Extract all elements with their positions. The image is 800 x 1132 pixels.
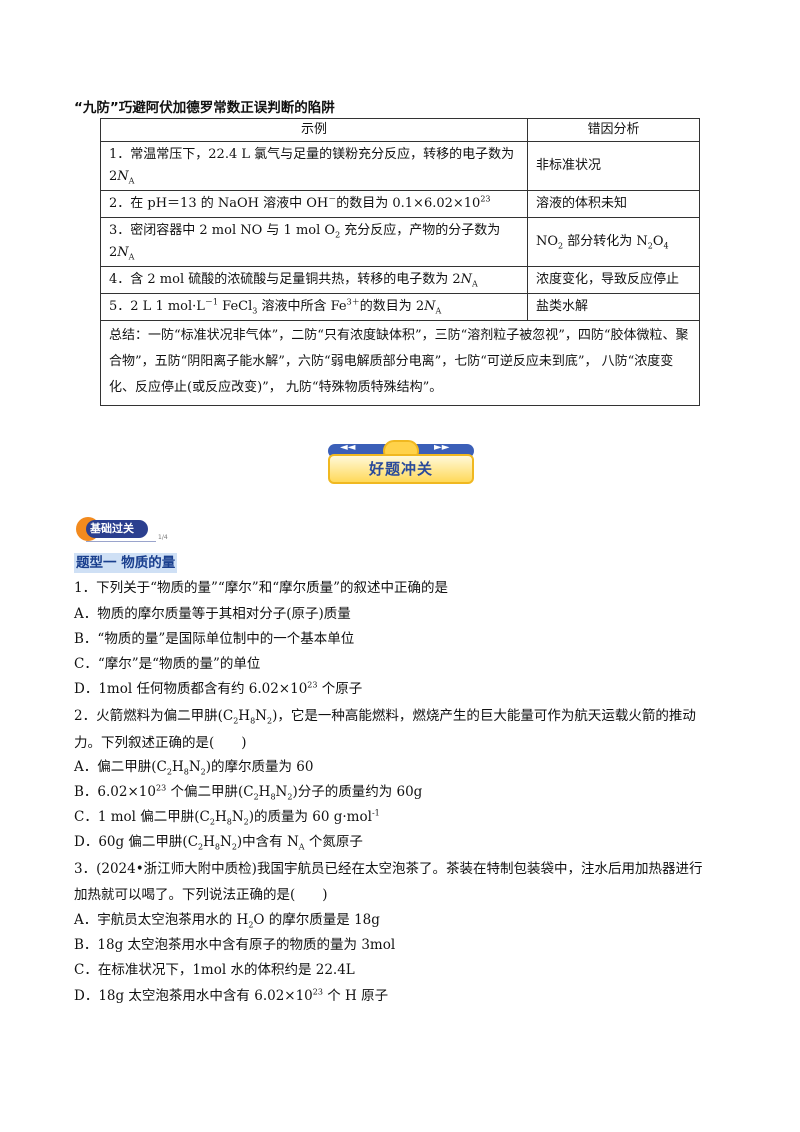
table-row: 3．密闭容器中 2 mol NO 与 1 mol O2 充分反应，产物的分子数为…	[100, 217, 700, 267]
question-line: D．60g 偏二甲肼(C2H8N2)中含有 NA 个氮原子	[74, 834, 363, 852]
trap-table-title: “九防”巧避阿伏加德罗常数正误判断的陷阱	[74, 100, 335, 116]
question-line: B．18g 太空泡茶用水中含有原子的物质的量为 3mol	[74, 937, 396, 953]
reason-cell: 溶液的体积未知	[527, 190, 700, 218]
question-line: A．宇航员太空泡茶用水的 H2O 的摩尔质量是 18g	[74, 912, 380, 930]
reason-cell: NO2 部分转化为 N2O4	[527, 217, 700, 267]
question-line: B．“物质的量”是国际单位制中的一个基本单位	[74, 631, 355, 647]
header-example: 示例	[100, 118, 528, 142]
good-questions-banner: ◄◄ ►► 好题冲关	[328, 440, 474, 484]
banner-left-arrows: ◄◄	[340, 442, 356, 453]
example-cell: 1．常温常压下，22.4 L 氯气与足量的镁粉充分反应，转移的电子数为 2NA	[100, 141, 528, 191]
reason-cell: 盐类水解	[527, 293, 700, 321]
header-reason: 错因分析	[527, 118, 700, 142]
question-line: C．“摩尔”是“物质的量”的单位	[74, 656, 261, 672]
summary-cell: 总结：一防“标准状况非气体”，二防“只有浓度缺体积”，三防“溶剂粒子被忽视”，四…	[100, 320, 700, 406]
table-row: 5．2 L 1 mol·L－1 FeCl3 溶液中所含 Fe3＋的数目为 2NA…	[100, 293, 700, 321]
question-line: D．18g 太空泡茶用水中含有 6.02×1023 个 H 原子	[74, 987, 389, 1004]
question-line: A．物质的摩尔质量等于其相对分子(原子)质量	[74, 606, 351, 622]
reason-cell: 浓度变化，导致反应停止	[527, 266, 700, 294]
table-row: 2．在 pH＝13 的 NaOH 溶液中 OH－的数目为 0.1×6.02×10…	[100, 190, 700, 218]
question-line: 3．(2024•浙江师大附中质检)我国宇航员已经在太空泡茶了。茶装在特制包装袋中…	[74, 861, 703, 877]
banner-label: 好题冲关	[368, 460, 433, 478]
question-line: 2．火箭燃料为偏二甲肼(C2H8N2)，它是一种高能燃料，燃烧产生的巨大能量可作…	[74, 708, 696, 726]
question-line: 加热就可以喝了。下列说法正确的是( )	[74, 887, 328, 903]
section-title: 题型一 物质的量	[74, 553, 178, 573]
badge-pill	[86, 520, 148, 538]
example-cell: 5．2 L 1 mol·L－1 FeCl3 溶液中所含 Fe3＋的数目为 2NA	[100, 293, 528, 321]
basic-level-badge: 基础过关 1/4	[76, 517, 168, 542]
question-line: D．1mol 任何物质都含有约 6.02×1023 个原子	[74, 680, 363, 697]
badge-small-text: 1/4	[158, 534, 168, 541]
table-header-row: 示例 错因分析	[100, 118, 700, 142]
summary-row: 总结：一防“标准状况非气体”，二防“只有浓度缺体积”，三防“溶剂粒子被忽视”，四…	[100, 320, 700, 406]
example-cell: 4．含 2 mol 硫酸的浓硫酸与足量铜共热，转移的电子数为 2NA	[100, 266, 528, 294]
reason-cell: 非标准状况	[527, 141, 700, 191]
question-line: B．6.02×1023 个偏二甲肼(C2H8N2)分子的质量约为 60g	[74, 783, 423, 802]
question-line: C．1 mol 偏二甲肼(C2H8N2)的质量为 60 g·mol-1	[74, 808, 380, 827]
badge-label: 基础过关	[90, 522, 134, 535]
question-line: 力。下列叙述正确的是( )	[74, 735, 247, 751]
example-cell: 2．在 pH＝13 的 NaOH 溶液中 OH－的数目为 0.1×6.02×10…	[100, 190, 528, 218]
banner-body	[328, 454, 474, 484]
trap-table: 示例 错因分析 1．常温常压下，22.4 L 氯气与足量的镁粉充分反应，转移的电…	[100, 118, 700, 406]
question-line: A．偏二甲肼(C2H8N2)的摩尔质量为 60	[74, 759, 314, 777]
question-line: C．在标准状况下，1mol 水的体积约是 22.4L	[74, 962, 355, 978]
example-cell: 3．密闭容器中 2 mol NO 与 1 mol O2 充分反应，产物的分子数为…	[100, 217, 528, 267]
question-line: 1．下列关于“物质的量”“摩尔”和“摩尔质量”的叙述中正确的是	[74, 580, 448, 596]
badge-underline	[86, 541, 156, 542]
banner-right-arrows: ►►	[434, 442, 450, 453]
